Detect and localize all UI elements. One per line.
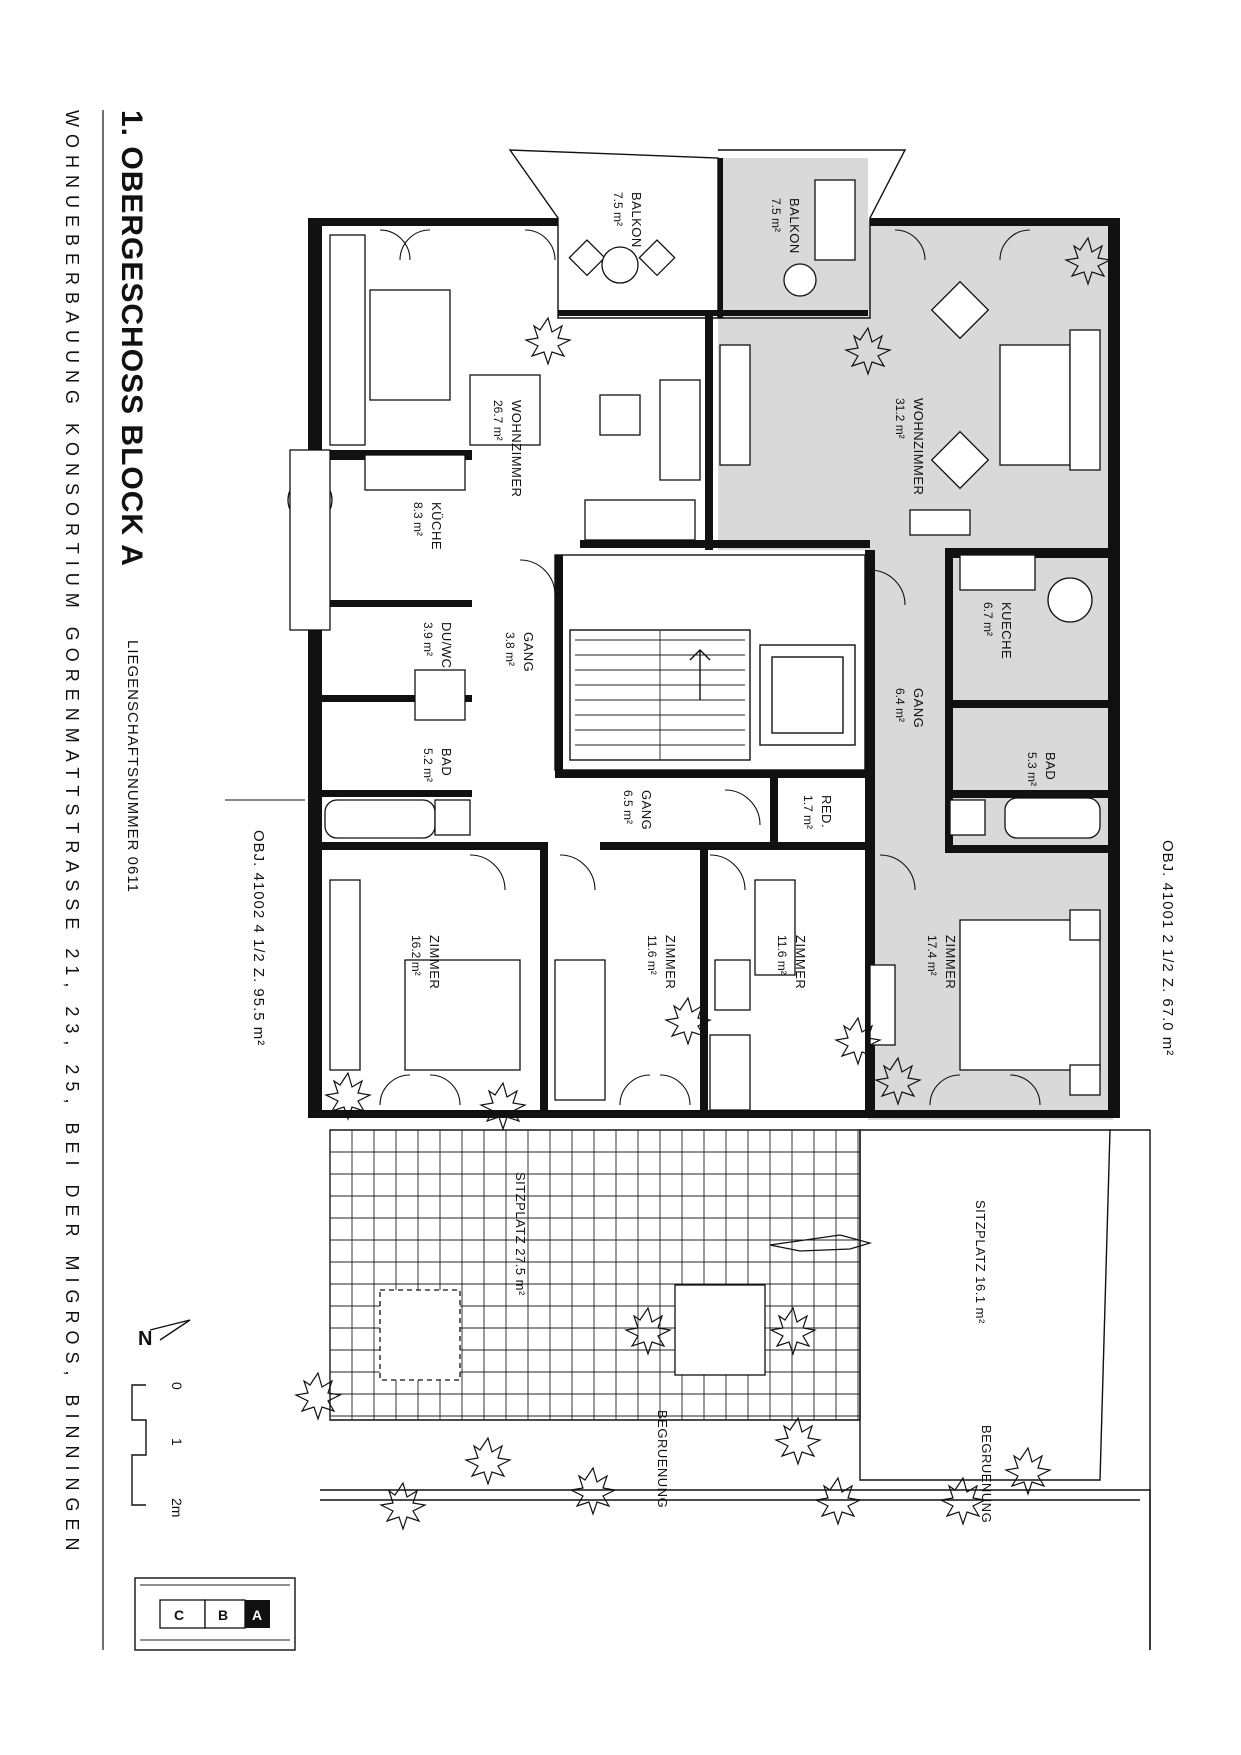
- room-gang-c-area: 6.4 m²: [893, 688, 907, 722]
- plants: [294, 236, 1112, 1531]
- room-zimmer-4-area: 17.4 m²: [925, 935, 939, 976]
- sheet-title: 1. OBERGESCHOSS BLOCK A: [115, 110, 148, 567]
- scale-tick-0: 0: [169, 1382, 185, 1390]
- room-bad-right-area: 5.3 m²: [1025, 752, 1039, 786]
- scale-tick-1: 1: [169, 1438, 185, 1446]
- north-arrow: N: [138, 1319, 191, 1350]
- room-zimmer-1-area: 16.2 m²: [409, 935, 423, 976]
- room-gang-b-name: GANG: [639, 790, 654, 830]
- room-kueche-left-area: 8.3 m²: [411, 502, 425, 536]
- room-bad-right-name: BAD: [1043, 752, 1058, 780]
- room-zimmer-2-name: ZIMMER: [663, 935, 678, 989]
- doors: [379, 229, 1041, 1106]
- room-duwc-area: 3.9 m²: [421, 622, 435, 656]
- room-balkon-left-area: 7.5 m²: [611, 192, 625, 226]
- room-red-name: RED.: [819, 795, 834, 828]
- furniture: [287, 234, 1101, 1111]
- sitzplatz-right-label: SITZPLATZ 16.1 m²: [973, 1200, 988, 1324]
- balconies: [508, 149, 907, 319]
- room-wohnzimmer-right-area: 31.2 m²: [893, 398, 907, 439]
- keyplan-block-c: C: [174, 1607, 184, 1623]
- room-gang-b-area: 6.5 m²: [621, 790, 635, 824]
- unit-label-41001: OBJ. 41001 2 1/2 Z. 67.0 m²: [1159, 840, 1176, 1056]
- begruenung-left-label: BEGRUENUNG: [655, 1410, 670, 1508]
- room-zimmer-3-area: 11.6 m²: [775, 935, 789, 975]
- room-duwc-name: DU/WC: [439, 622, 454, 669]
- room-wohnzimmer-left-area: 26.7 m²: [491, 400, 505, 441]
- room-kueche-left-name: KÜCHE: [429, 502, 444, 550]
- room-gang-c-name: GANG: [911, 688, 926, 728]
- terrace: [320, 1129, 1151, 1650]
- room-balkon-right-name: BALKON: [787, 198, 802, 254]
- parcel-number: LIEGENSCHAFTSNUMMER 0611: [124, 640, 141, 893]
- scale-bar: 0 1 2m: [131, 1382, 185, 1517]
- room-bad-left-name: BAD: [439, 748, 454, 776]
- room-red-area: 1.7 m²: [801, 795, 815, 829]
- room-kueche-right-area: 6.7 m²: [981, 602, 995, 636]
- unit-label-41002: OBJ. 41002 4 1/2 Z. 95.5 m²: [250, 830, 267, 1046]
- room-bad-left-area: 5.2 m²: [421, 748, 435, 782]
- interior-walls: [322, 310, 1113, 1115]
- terrace-labels: SITZPLATZ 27.5 m² SITZPLATZ 16.1 m² BEGR…: [513, 1172, 994, 1523]
- room-kueche-right-name: KUECHE: [999, 602, 1014, 659]
- room-balkon-right-area: 7.5 m²: [769, 198, 783, 232]
- exterior-walls: [308, 158, 1120, 1118]
- keyplan-block-b: B: [218, 1607, 228, 1623]
- scale-tick-2: 2m: [169, 1498, 185, 1517]
- begruenung-right-label: BEGRUENUNG: [979, 1425, 994, 1523]
- room-wohnzimmer-left-name: WOHNZIMMER: [509, 400, 524, 497]
- room-gang-a-name: GANG: [521, 632, 536, 672]
- room-wohnzimmer-right-name: WOHNZIMMER: [911, 398, 926, 495]
- title-block: 1. OBERGESCHOSS BLOCK A WOHNUEBERBAUUNG …: [62, 110, 1176, 1650]
- room-zimmer-4-name: ZIMMER: [943, 935, 958, 989]
- sheet-subtitle: WOHNUEBERBAUUNG KONSORTIUM GORENMATTSTRA…: [62, 110, 82, 1557]
- room-labels: BALKON 7.5 m² BALKON 7.5 m² WOHNZIMMER 2…: [409, 192, 1058, 989]
- room-zimmer-2-area: 11.6 m²: [645, 935, 659, 975]
- paving-grid: [329, 1129, 860, 1420]
- room-zimmer-1-name: ZIMMER: [427, 935, 442, 989]
- room-balkon-left-name: BALKON: [629, 192, 644, 248]
- room-zimmer-3-name: ZIMMER: [793, 935, 808, 989]
- room-gang-a-area: 3.8 m²: [503, 632, 517, 666]
- north-label: N: [138, 1328, 152, 1350]
- sitzplatz-left-label: SITZPLATZ 27.5 m²: [513, 1172, 528, 1296]
- key-plan: C B A: [134, 1577, 296, 1651]
- stair-core: [554, 554, 866, 771]
- keyplan-block-a: A: [252, 1607, 262, 1623]
